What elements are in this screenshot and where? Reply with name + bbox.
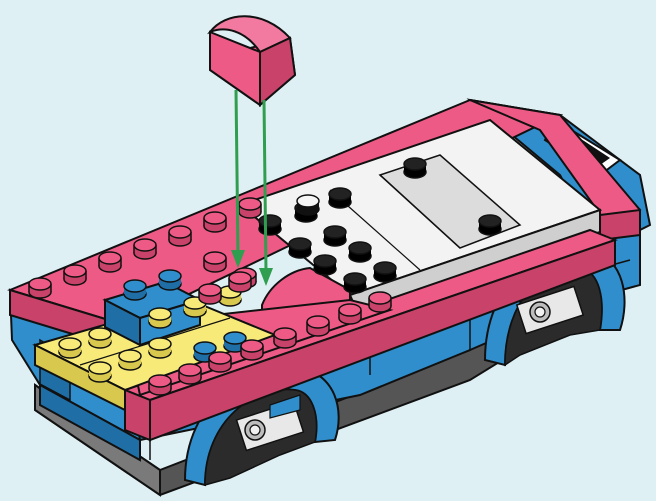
wheel-hub-icon (245, 420, 265, 440)
wheel-hub-icon (530, 302, 550, 322)
curved-slope-brick-icon (210, 16, 295, 105)
